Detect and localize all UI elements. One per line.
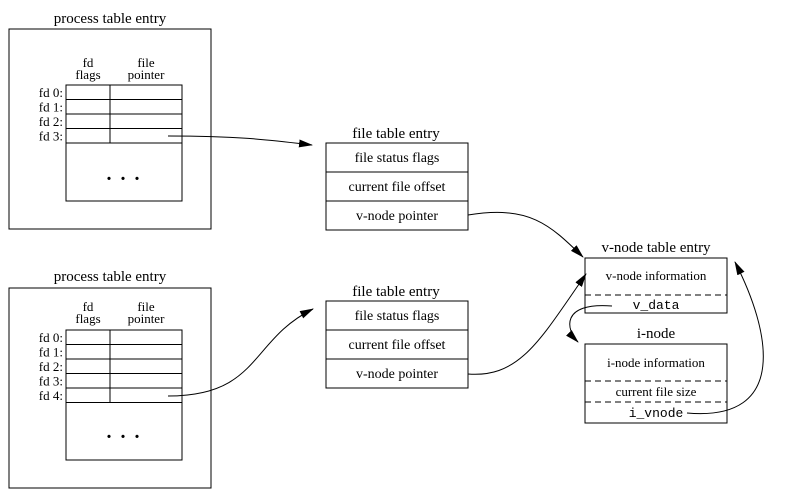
fd-flags-header-line1: fd — [83, 299, 94, 314]
i-vnode-to-vnode-arrow — [686, 261, 764, 415]
file-pointer-header-line1: file — [137, 55, 155, 70]
fd-row-label: fd 2: — [39, 114, 63, 129]
fd-row-label: fd 0: — [39, 85, 63, 100]
vnode-table-title: v-node table entry — [601, 240, 711, 256]
inode-information-field: i-node information — [607, 355, 705, 370]
fd-flags-header-line2: flags — [75, 67, 100, 82]
current-file-offset-field: current file offset — [349, 180, 446, 195]
fd-row-label: fd 3: — [39, 374, 63, 389]
file-status-flags-field: file status flags — [355, 309, 440, 324]
file-status-flags-field: file status flags — [355, 151, 440, 166]
current-file-offset-field: current file offset — [349, 338, 446, 353]
file-table-1-title: file table entry — [352, 126, 440, 142]
fd-row-label: fd 1: — [39, 100, 63, 115]
current-file-size-field: current file size — [616, 384, 697, 399]
vnode-pointer-field: v-node pointer — [356, 367, 438, 382]
i-vnode-field: i_vnode — [629, 406, 684, 421]
file-table-1-frame — [325, 142, 469, 231]
fd4-to-file-table-2-arrow — [167, 308, 314, 397]
v-data-field: v_data — [633, 298, 680, 313]
v-data-to-inode-arrow — [565, 305, 613, 343]
file-table-2-to-vnode-arrow — [467, 273, 587, 375]
vnode-pointer-field: v-node pointer — [356, 209, 438, 224]
inode: i-node i-node information current file s… — [584, 326, 728, 424]
ellipsis-2: . . . — [107, 421, 142, 443]
file-pointer-header-line2: pointer — [128, 67, 165, 82]
process-table-2-title: process table entry — [54, 269, 167, 285]
process-table-2: process table entry fd flags file pointe… — [8, 269, 212, 489]
file-table-2-title: file table entry — [352, 284, 440, 300]
process-table-1-title: process table entry — [54, 11, 167, 27]
fd-row-label: fd 4: — [39, 388, 63, 403]
file-table-1: file table entry file status flags curre… — [325, 126, 469, 231]
fd-row-label: fd 0: — [39, 330, 63, 345]
file-table-1-to-vnode-arrow — [467, 211, 584, 258]
inode-title: i-node — [637, 326, 676, 342]
process-table-1: process table entry fd flags file pointe… — [8, 11, 212, 230]
file-pointer-header-line2: pointer — [128, 311, 165, 326]
fd-flags-header-line2: flags — [75, 311, 100, 326]
file-table-2-frame — [325, 300, 469, 389]
fd-row-label: fd 2: — [39, 359, 63, 374]
file-table-2: file table entry file status flags curre… — [325, 284, 469, 389]
ellipsis-1: . . . — [107, 163, 142, 185]
fd-table-2 — [65, 329, 183, 461]
vnode-table-frame — [584, 257, 728, 314]
vnode-information-field: v-node information — [606, 268, 707, 283]
vnode-table: v-node table entry v-node information v_… — [584, 240, 728, 314]
fd-row-label: fd 1: — [39, 345, 63, 360]
file-pointer-header-line1: file — [137, 299, 155, 314]
fd3-to-file-table-1-arrow — [167, 135, 313, 148]
inode-frame — [584, 343, 728, 424]
fd-flags-header-line1: fd — [83, 55, 94, 70]
fd-row-label: fd 3: — [39, 129, 63, 144]
